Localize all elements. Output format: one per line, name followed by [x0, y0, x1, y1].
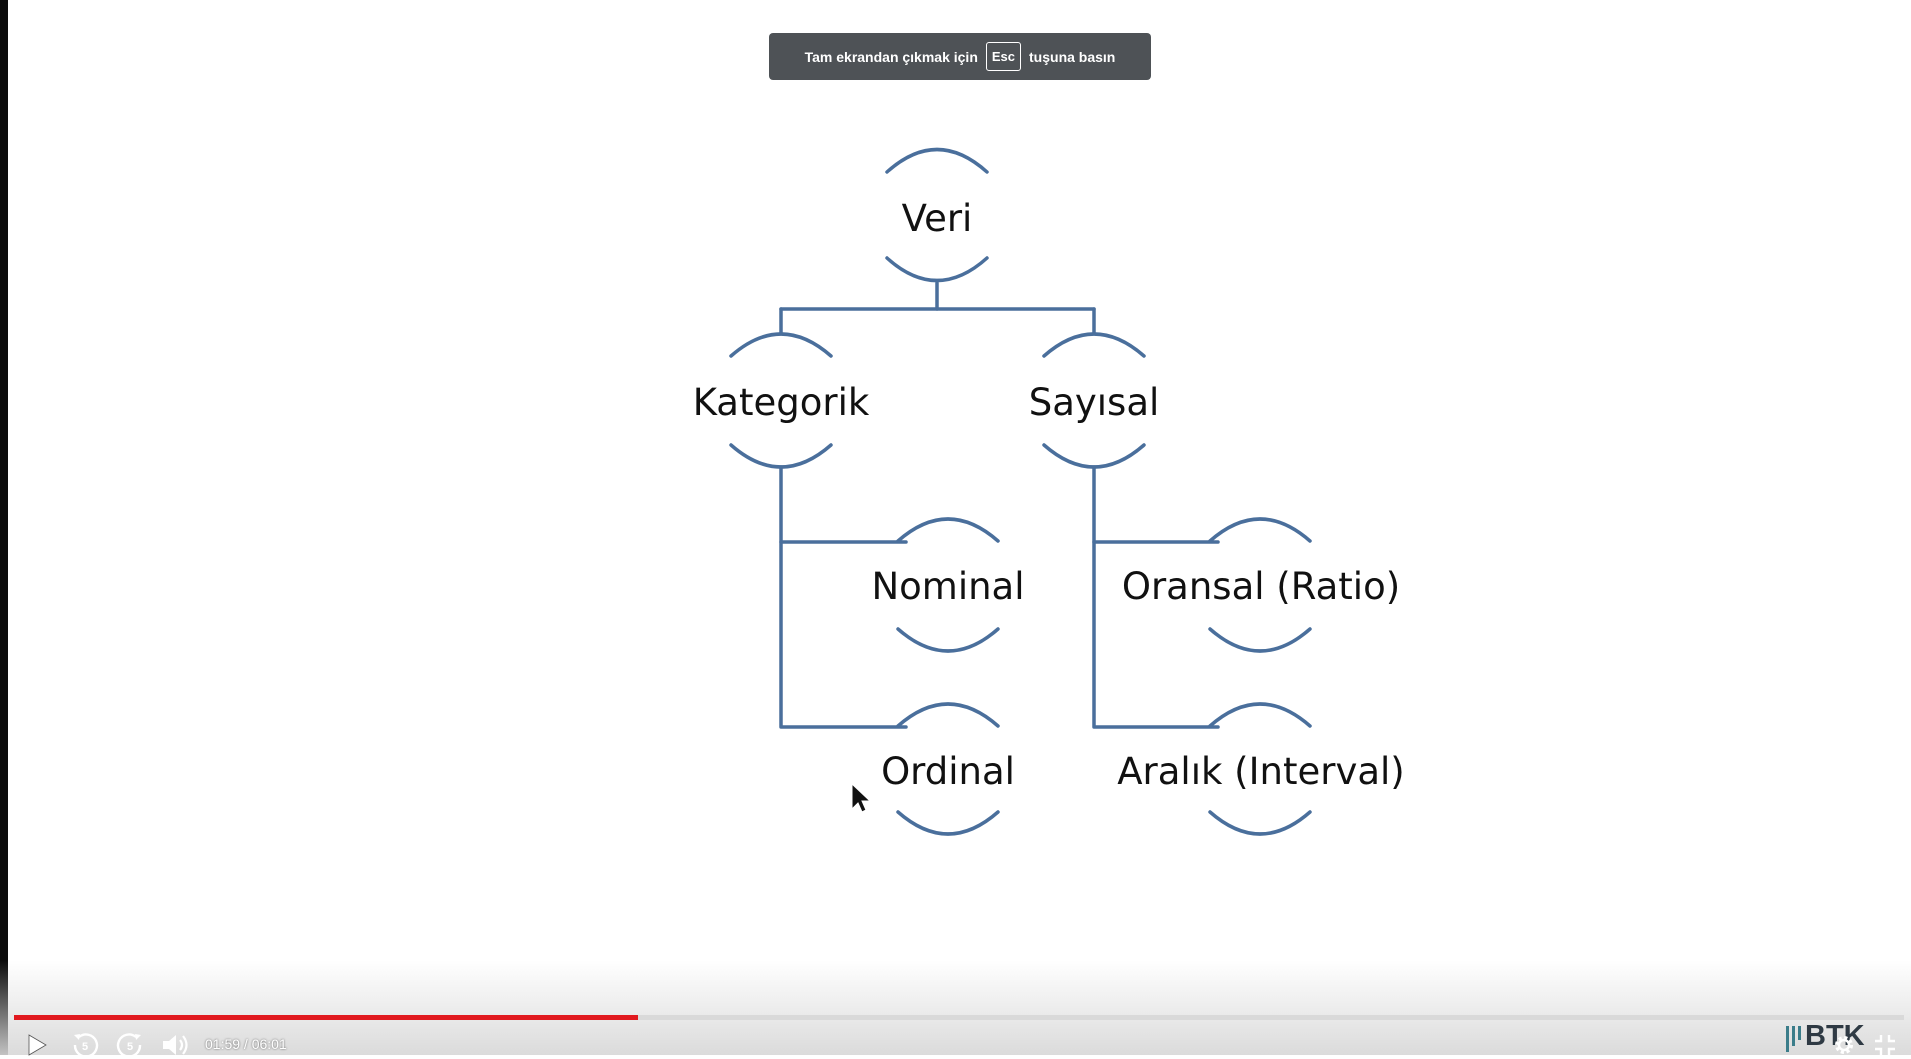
- node-arc-bottom-root: [885, 256, 989, 283]
- node-arc-top-interval: [1208, 702, 1312, 728]
- settings-button[interactable]: [1830, 1031, 1858, 1059]
- node-arc-top-numerical: [1042, 332, 1146, 358]
- rewind-5-icon: 5: [73, 1033, 99, 1058]
- toast-text-before: Tam ekrandan çıkmak için: [804, 48, 978, 65]
- node-arc-top-categorical: [729, 332, 833, 358]
- node-arc-bottom-ratio: [1208, 627, 1312, 653]
- volume-button[interactable]: [160, 1031, 190, 1059]
- rewind-button[interactable]: 5: [70, 1031, 100, 1059]
- btk-logo: BTK: [1786, 1020, 1876, 1055]
- connector-to-interval: [1092, 465, 1220, 729]
- settings-icon: [1835, 1036, 1853, 1054]
- node-arc-bottom-numerical: [1042, 443, 1146, 469]
- node-arc-top-nominal: [896, 517, 1000, 543]
- exit-fullscreen-button[interactable]: [1872, 1031, 1898, 1059]
- progress-bar[interactable]: [14, 1015, 1904, 1020]
- node-ordinal-label: Ordinal: [881, 750, 1015, 793]
- node-nominal-label: Nominal: [871, 565, 1024, 608]
- time-display: 01:59 / 06:01: [205, 1036, 287, 1052]
- diagram-node-arcs: [729, 147, 1312, 836]
- btk-logo-mark: [1786, 1026, 1801, 1052]
- connector-to-ordinal: [779, 465, 908, 729]
- node-arc-top-ordinal: [896, 702, 1000, 728]
- node-arc-bottom-interval: [1208, 810, 1312, 836]
- forward-5-icon: 5: [116, 1033, 142, 1058]
- exit-fullscreen-icon: [1875, 1035, 1895, 1055]
- forward-button[interactable]: 5: [115, 1031, 145, 1059]
- esc-key-badge: Esc: [985, 42, 1022, 71]
- window-edge: [0, 0, 8, 1055]
- player-controls-bar: [0, 960, 1911, 1055]
- node-arc-top-root: [885, 147, 989, 174]
- fullscreen-toast: Tam ekrandan çıkmak için Esc tuşuna bası…: [769, 33, 1151, 80]
- node-categorical-label: Kategorik: [693, 381, 870, 424]
- node-arc-bottom-categorical: [729, 443, 833, 469]
- toast-text-after: tuşuna basın: [1029, 48, 1116, 65]
- forward-seconds-label: 5: [127, 1041, 133, 1053]
- play-button[interactable]: [24, 1031, 50, 1059]
- node-root-label: Veri: [902, 197, 973, 240]
- video-stage[interactable]: [8, 0, 1911, 1055]
- rewind-seconds-label: 5: [82, 1041, 88, 1053]
- node-ratio-label: Oransal (Ratio): [1122, 565, 1400, 608]
- volume-icon: [163, 1035, 188, 1055]
- progress-bar-played: [14, 1015, 638, 1020]
- play-icon: [28, 1034, 47, 1056]
- node-arc-bottom-nominal: [896, 627, 1000, 653]
- diagram-connectors: [779, 281, 1220, 729]
- btk-logo-text: BTK: [1805, 1020, 1865, 1052]
- node-arc-top-ratio: [1208, 517, 1312, 543]
- node-arc-bottom-ordinal: [896, 810, 1000, 836]
- node-numerical-label: Sayısal: [1029, 381, 1160, 424]
- mouse-cursor-icon: [851, 782, 872, 813]
- node-interval-label: Aralık (Interval): [1117, 750, 1405, 793]
